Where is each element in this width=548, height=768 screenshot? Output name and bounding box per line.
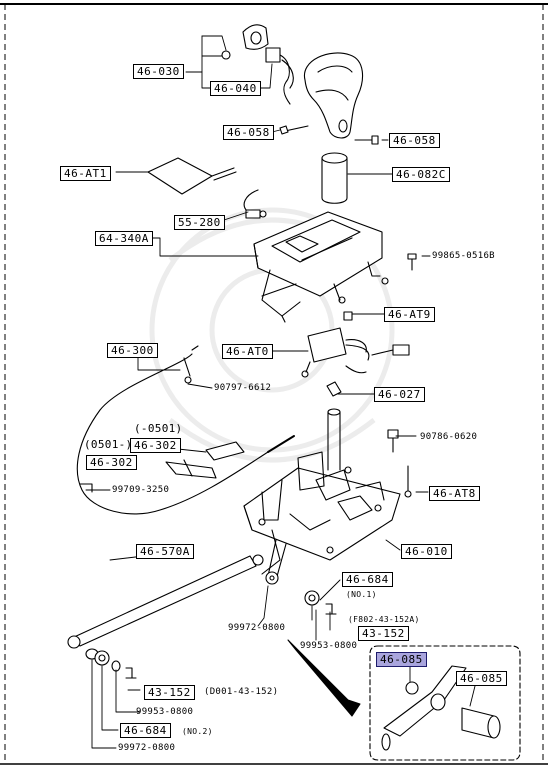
label-90797-6612[interactable]: 90797-6612	[214, 383, 272, 393]
label-46-058-right[interactable]: 46-058	[389, 133, 440, 148]
clip-at9-drawing	[343, 311, 353, 321]
label-46-at9[interactable]: 46-AT9	[384, 307, 435, 322]
shift-cable-drawing	[76, 345, 295, 515]
label-46-085-highlighted[interactable]: 46-085	[376, 652, 427, 667]
inset-detail-box	[369, 645, 521, 761]
knob-screws-drawing	[279, 125, 379, 145]
label-no1: (NO.1)	[346, 590, 377, 599]
label-99953-0800-a[interactable]: 99953-0800	[300, 641, 358, 651]
label-43-152-b[interactable]: 43-152	[144, 685, 195, 700]
label-f802-43-152a[interactable]: (F802-43-152A)	[348, 615, 420, 624]
label-46-027[interactable]: 46-027	[374, 387, 425, 402]
label-46-684-b[interactable]: 46-684	[120, 723, 171, 738]
label-46-at0[interactable]: 46-AT0	[222, 344, 273, 359]
indicator-bulb-drawing	[243, 189, 267, 219]
indicator-sheet-drawing	[147, 157, 237, 195]
label-46-085[interactable]: 46-085	[456, 671, 507, 686]
label-99865-0516b[interactable]: 99865-0516B	[432, 251, 495, 261]
indicator-panel-drawing	[253, 211, 389, 323]
label-99953-0800-b[interactable]: 99953-0800	[136, 707, 194, 717]
shift-rod-drawing	[67, 554, 264, 649]
label-46-030[interactable]: 46-030	[133, 64, 184, 79]
knob-switch-drawing	[265, 47, 294, 105]
shifter-base-drawing	[243, 451, 401, 581]
label-0501-prefix: (0501-)	[84, 438, 133, 451]
panel-screw-drawing	[407, 253, 417, 271]
label-46-058-left[interactable]: 46-058	[223, 125, 274, 140]
knob-sleeve-drawing	[321, 152, 348, 204]
label-46-at8[interactable]: 46-AT8	[429, 486, 480, 501]
label-90786-0620[interactable]: 90786-0620	[420, 432, 478, 442]
inset-arrow	[287, 639, 361, 717]
label-46-082c[interactable]: 46-082C	[392, 167, 450, 182]
label-no2: (NO.2)	[182, 727, 213, 736]
at8-bolt-drawing	[404, 465, 412, 498]
knob-button-drawing	[221, 24, 269, 60]
label-46-570a[interactable]: 46-570A	[136, 544, 194, 559]
shift-lever-shaft-drawing	[327, 408, 341, 471]
leader-lines	[85, 35, 477, 749]
label-46-684-a[interactable]: 46-684	[342, 572, 393, 587]
label-46-at1[interactable]: 46-AT1	[60, 166, 111, 181]
label-64-340a[interactable]: 64-340A	[95, 231, 153, 246]
bolt-drawing	[387, 429, 399, 453]
shift-knob-drawing	[304, 52, 364, 139]
page-frame	[0, 3, 548, 765]
detent-pin-drawing	[326, 381, 342, 397]
label-43-152-a[interactable]: 43-152	[358, 626, 409, 641]
label-46-302-b[interactable]: 46-302	[86, 455, 137, 470]
cable-clips-drawing	[165, 441, 245, 479]
label-46-040[interactable]: 46-040	[210, 81, 261, 96]
shift-lock-solenoid-drawing	[301, 327, 410, 378]
label-99709-3250[interactable]: 99709-3250	[112, 485, 170, 495]
label-d001-43-152[interactable]: (D001-43-152)	[204, 687, 279, 697]
label-46-302-a[interactable]: 46-302	[130, 438, 181, 453]
label-99972-0800-a[interactable]: 99972-0800	[228, 623, 286, 633]
label-55-280[interactable]: 55-280	[174, 215, 225, 230]
label-46-300[interactable]: 46-300	[107, 343, 158, 358]
label-minus-0501: (-0501)	[134, 422, 183, 435]
label-46-010[interactable]: 46-010	[401, 544, 452, 559]
label-99972-0800-b[interactable]: 99972-0800	[118, 743, 176, 753]
